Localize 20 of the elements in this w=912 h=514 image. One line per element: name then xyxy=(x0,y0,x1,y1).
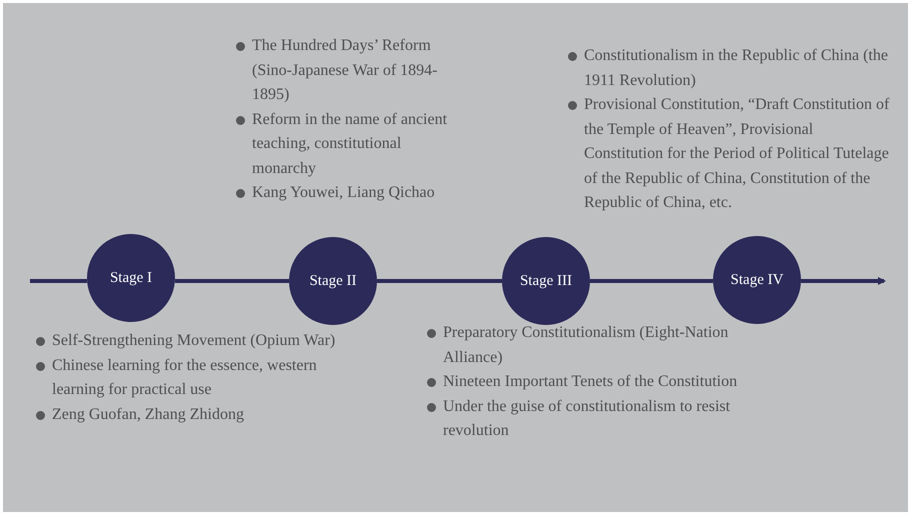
timeline-arrow xyxy=(801,277,886,285)
stage-label: Stage II xyxy=(309,272,357,290)
bullet-item: Preparatory Constitutionalism (Eight-Nation Alliance) xyxy=(427,321,767,370)
stage-label: Stage IV xyxy=(730,272,784,288)
bullet-item: Reform in the name of ancient teaching, constitutional monarchy xyxy=(236,108,464,181)
timeline-line xyxy=(175,279,289,283)
bullet-item: The Hundred Days’ Reform (Sino-Japanese War of 1894-1895) xyxy=(236,34,464,108)
timeline-line xyxy=(590,279,713,283)
bullet-item: Self-Strengthening Movement (Opium War) xyxy=(36,329,336,354)
bullet-item: Kang Youwei, Liang Qichao xyxy=(236,181,464,206)
bullet-item: Nineteen Important Tenets of the Constitution xyxy=(427,370,767,394)
bullet-item: Provisional Constitution, “Draft Constitution of the Temple of Heaven”, Provisional Constitution for the Period of Political Tutelage of the Republic of China, Constitution of the Republic of China, etc. xyxy=(568,93,893,216)
bullet-item: Constitutionalism in the Republic of China (the 1911 Revolution) xyxy=(568,44,893,93)
bullet-item: Under the guise of constitutionalism to resist revolution xyxy=(427,394,767,444)
timeline-line xyxy=(377,279,502,283)
bullet-item: Zeng Guofan, Zhang Zhidong xyxy=(36,402,336,427)
bullet-item: Chinese learning for the essence, western learning for practical use xyxy=(36,354,336,402)
stage-label: Stage III xyxy=(520,272,572,290)
stage-label: Stage I xyxy=(110,270,152,286)
timeline-line xyxy=(30,279,87,283)
